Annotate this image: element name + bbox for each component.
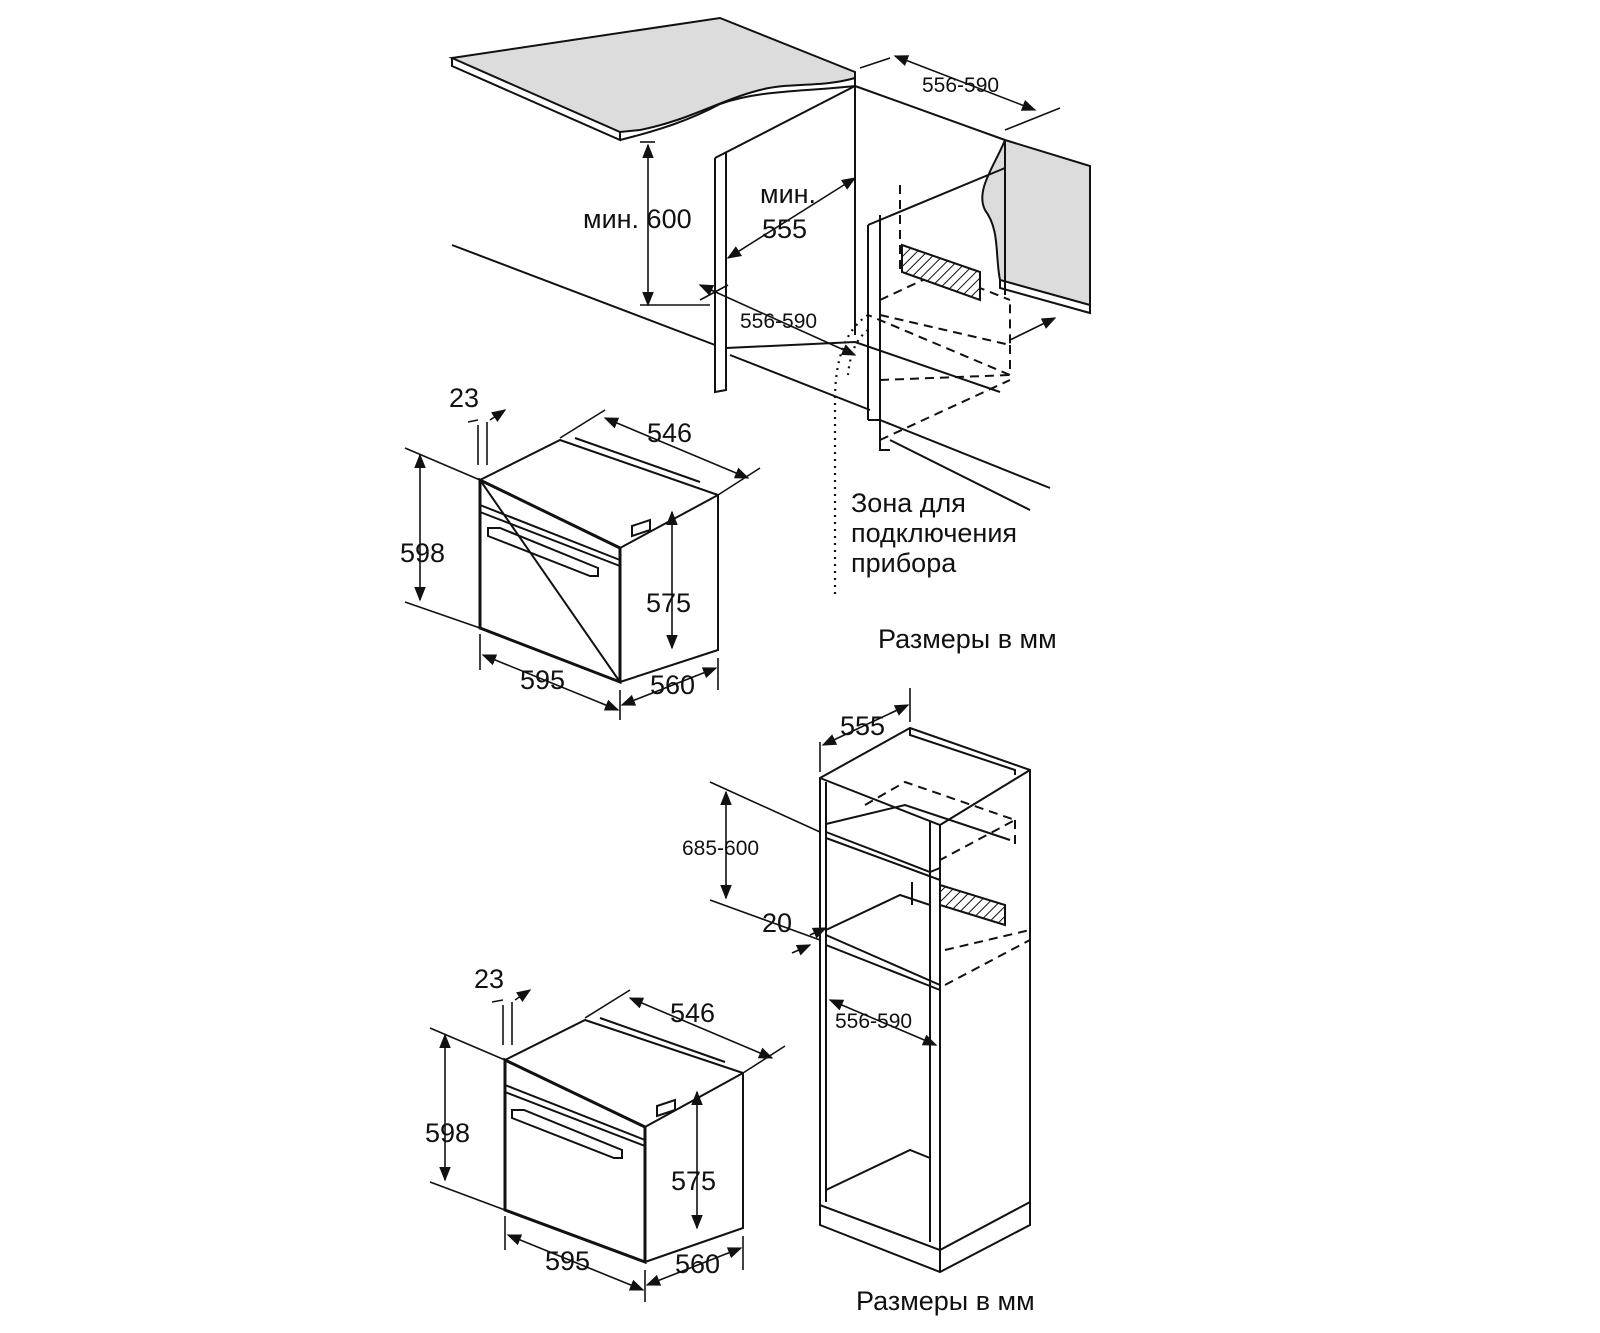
connection-zone-line-3: прибора: [851, 548, 957, 578]
under-counter-installation: мин. 600 мин. 555 556-590 556-590 Зона д…: [448, 16, 1091, 654]
connection-zone-line-1: Зона для: [851, 488, 966, 518]
oven-top: 23 546 598 575 595 560: [400, 383, 761, 720]
oven-top-depth: 560: [650, 670, 695, 700]
min-depth-word: мин.: [760, 179, 816, 209]
niche-width-inner-label: 556-590: [740, 310, 817, 333]
min-depth-value: 555: [762, 214, 807, 244]
countertop-right: [981, 138, 1091, 307]
oven-bottom-front-offset: 23: [474, 964, 504, 994]
oven-top-front-offset: 23: [449, 383, 479, 413]
niche-width-top-label: 556-590: [922, 74, 999, 97]
oven-top-body-height: 575: [646, 588, 691, 618]
cabinet-depth-label: 555: [840, 711, 885, 741]
cabinet-niche-height-label: 685-600: [682, 837, 759, 860]
oven-bottom: 23 546 598 575 595 560: [425, 964, 786, 1302]
oven-top-width: 595: [520, 665, 565, 695]
oven-top-total-height: 598: [400, 538, 445, 568]
connection-box-top: [901, 243, 981, 302]
oven-bottom-body-height: 575: [671, 1166, 716, 1196]
min-height-label: мин. 600: [583, 204, 692, 234]
oven-bottom-total-height: 598: [425, 1118, 470, 1148]
oven-top-top-depth: 546: [647, 418, 692, 448]
oven-bottom-depth: 560: [675, 1249, 720, 1279]
units-caption-bottom: Размеры в мм: [856, 1286, 1035, 1316]
units-caption-top: Размеры в мм: [878, 624, 1057, 654]
cabinet-gap-label: 20: [762, 908, 792, 938]
connection-box-cabinet: [939, 883, 1006, 927]
oven-bottom-width: 595: [545, 1246, 590, 1276]
cabinet-niche-width-label: 556-590: [835, 1010, 912, 1033]
oven-bottom-top-depth: 546: [670, 998, 715, 1028]
connection-zone-line-2: подключения: [851, 518, 1017, 548]
countertop: [448, 16, 856, 134]
tall-cabinet: 555 685-600 20 556-590 Размеры в мм: [682, 688, 1035, 1316]
